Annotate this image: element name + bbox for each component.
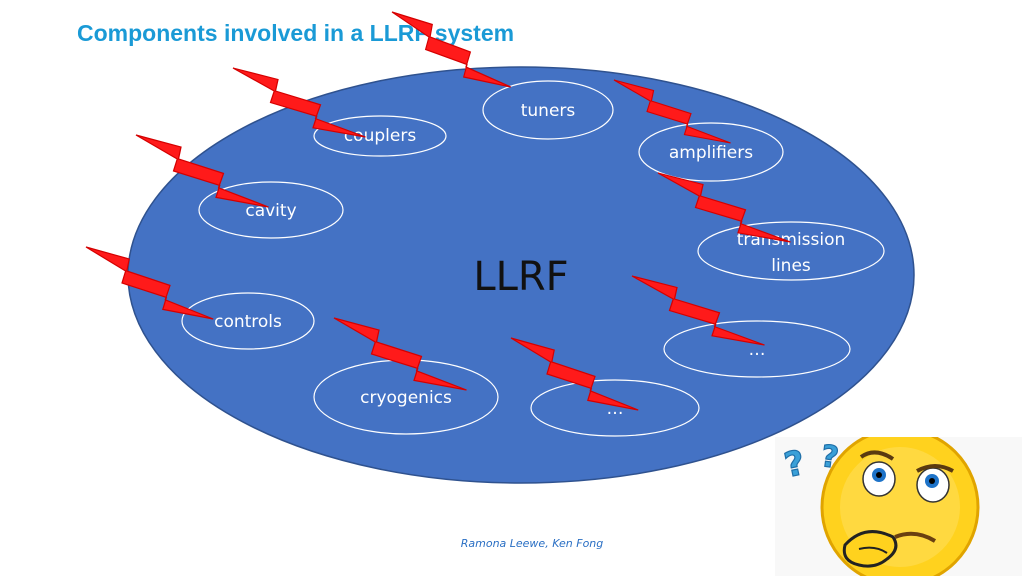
- node-couplers: couplers: [313, 115, 447, 157]
- node-cavity: cavity: [198, 181, 344, 239]
- footer-credits: Ramona Leewe, Ken Fong: [460, 537, 604, 550]
- node-couplers-label: couplers: [344, 126, 416, 146]
- node-cavity-label: cavity: [245, 201, 296, 221]
- node-controls-label: controls: [214, 312, 282, 332]
- node-controls: controls: [181, 292, 315, 350]
- node-amplifiers-label: amplifiers: [669, 143, 753, 163]
- thinking-face-icon: ? ?: [775, 427, 1022, 580]
- node-cryogenics-label: cryogenics: [360, 388, 452, 408]
- node-transmission-label-2: lines: [771, 256, 811, 276]
- center-label: LLRF: [473, 254, 568, 300]
- node-amplifiers: amplifiers: [638, 122, 784, 182]
- node-tuners-label: tuners: [521, 101, 576, 121]
- node-tuners: tuners: [482, 80, 614, 140]
